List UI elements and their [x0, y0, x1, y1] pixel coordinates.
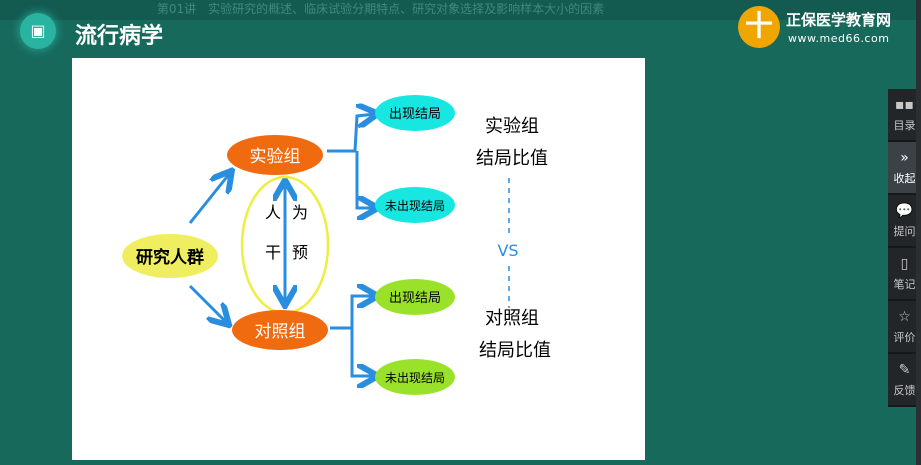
intervention-char: 干	[265, 243, 281, 262]
outcome-label: 出现结局	[389, 291, 441, 306]
grid-icon: ▪▪	[895, 97, 914, 113]
lecture-title: 第01讲 实验研究的概述、临床试验分期特点、研究对象选择及影响样本大小的因素	[0, 0, 921, 20]
population-label: 研究人群	[136, 247, 204, 268]
ratio-label: 实验组	[485, 116, 539, 137]
intervention-char: 为	[292, 203, 308, 222]
window-edge	[916, 0, 921, 465]
star-icon: ☆	[898, 309, 911, 325]
sidebar-item-question[interactable]: 💬 提问	[888, 195, 921, 248]
sidebar-item-notes[interactable]: ▯ 笔记	[888, 248, 921, 301]
outcome-label: 未出现结局	[385, 371, 445, 385]
arrow	[188, 173, 230, 224]
course-icon: ▣	[20, 13, 56, 49]
intervention-char: 人	[265, 203, 281, 222]
outcome-label: 出现结局	[389, 107, 441, 122]
ratio-label: 结局比值	[476, 148, 548, 169]
ctrl-group-label: 对照组	[255, 322, 306, 342]
sidebar-label: 笔记	[893, 278, 916, 291]
sidebar-label: 目录	[893, 119, 916, 132]
slide: 研究人群 实验组 对照组 人 为 干 预 出现结局 未出现结局 出现结局 未出现…	[72, 58, 645, 460]
exp-group-label: 实验组	[250, 147, 301, 167]
sidebar-label: 反馈	[893, 384, 916, 397]
sidebar-label: 收起	[893, 172, 916, 185]
sidebar-item-rate[interactable]: ☆ 评价	[888, 301, 921, 354]
population-node	[122, 234, 218, 278]
question-icon: 💬	[895, 203, 914, 219]
brand-url: www.med66.com	[788, 32, 890, 45]
brand-logo: 十	[738, 6, 780, 48]
ratio-label: 对照组	[485, 308, 539, 329]
diagram: 研究人群 实验组 对照组 人 为 干 预 出现结局 未出现结局 出现结局 未出现…	[122, 95, 551, 395]
note-icon: ▯	[900, 256, 909, 272]
sidebar-item-feedback[interactable]: ✎ 反馈	[888, 354, 921, 407]
ratio-label: 结局比值	[479, 340, 551, 361]
sidebar-item-catalog[interactable]: ▪▪ 目录	[888, 89, 921, 142]
sidebar-label: 提问	[893, 225, 916, 238]
vs-label: VS	[497, 241, 518, 260]
intervention-char: 预	[292, 243, 308, 262]
collapse-icon: »	[900, 150, 909, 166]
brand-name: 正保医学教育网	[786, 11, 892, 29]
sidebar: ▪▪ 目录 » 收起 💬 提问 ▯ 笔记 ☆ 评价 ✎ 反馈	[888, 89, 921, 407]
outcome-label: 未出现结局	[385, 199, 445, 213]
arrow	[188, 284, 227, 323]
course-title: 流行病学	[75, 24, 164, 49]
sidebar-label: 评价	[893, 331, 916, 344]
feedback-icon: ✎	[898, 362, 911, 378]
sidebar-item-collapse[interactable]: » 收起	[888, 142, 921, 195]
